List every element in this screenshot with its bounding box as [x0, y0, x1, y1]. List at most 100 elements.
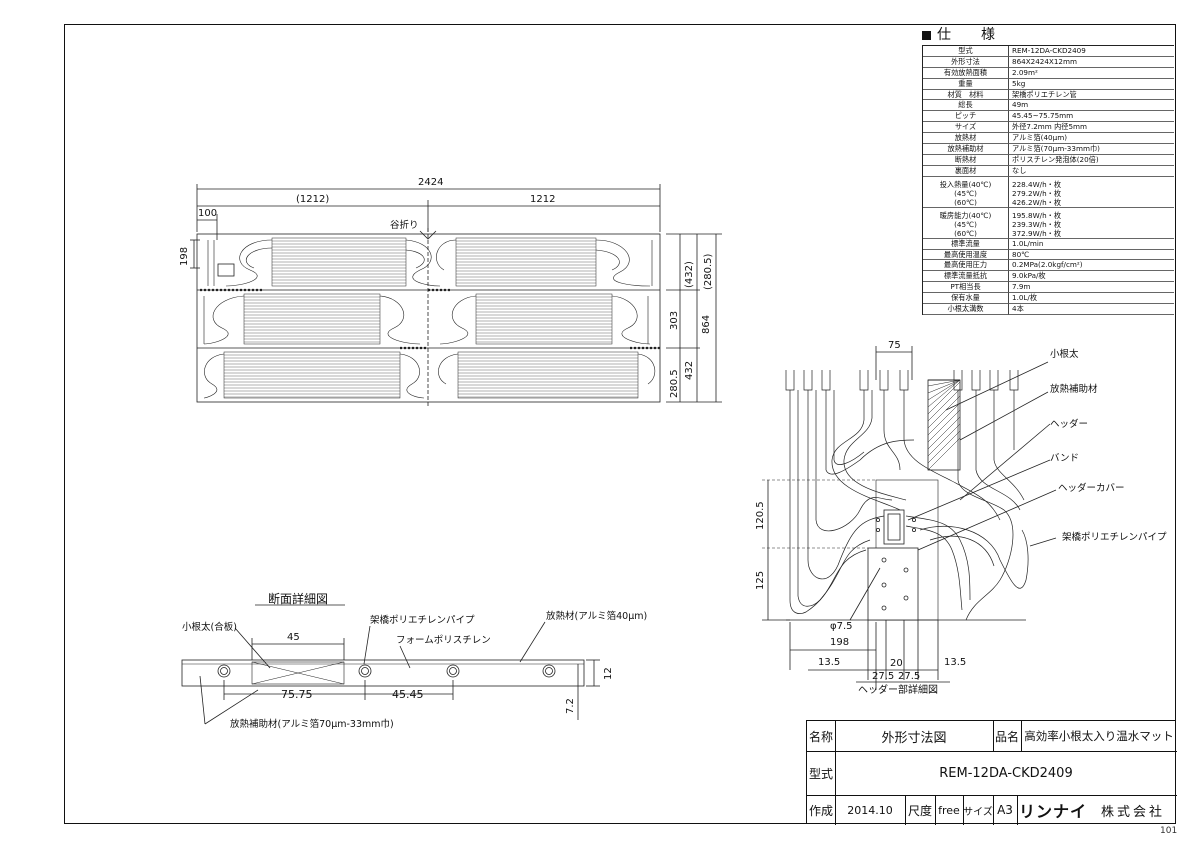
spec-label-line: (60℃) [954, 197, 977, 207]
section-dim-4545: 45.45 [392, 688, 424, 701]
spec-label: 外形寸法 [923, 56, 1009, 68]
aux-hatch-line [927, 423, 961, 457]
spec-value: 45.45~75.75mm [1009, 111, 1174, 123]
hd-dim-20: 20 [890, 658, 903, 669]
spec-label: 総長 [923, 100, 1009, 112]
spec-label-line: 暖房能力(40℃) [939, 210, 992, 220]
section-aux-label: 放熱補助材(アルミ箔70μm-33mm巾) [230, 719, 394, 730]
spec-label: 放熱材 [923, 133, 1009, 145]
spec-label: 投入熱量(40℃)(45℃)(60℃) [923, 176, 1009, 208]
hd-aux-label: 放熱補助材 [1050, 384, 1098, 395]
spec-value: なし [1009, 166, 1174, 177]
spec-value: 864X2424X12mm [1009, 57, 1174, 68]
dim-r2: (432) [684, 261, 695, 288]
aux-hatch-line [927, 388, 961, 422]
spec-label: 暖房能力(40℃)(45℃)(60℃) [923, 207, 1009, 239]
spec-label: 標準流量 [923, 238, 1009, 250]
tb-brand-logo: リンナイ [1018, 802, 1087, 821]
hd-dim-135b: 13.5 [944, 657, 967, 668]
section-dim-45: 45 [287, 632, 300, 643]
aux-hatch-line [927, 402, 961, 436]
spec-label: サイズ [923, 122, 1009, 134]
tb-size-label: サイズ [963, 806, 993, 818]
tb-model-label: 型式 [808, 766, 833, 781]
spec-label: 裏面材 [923, 165, 1009, 177]
section-dim-72: 7.2 [565, 698, 576, 714]
dim-total: 2424 [418, 177, 444, 188]
spec-value: 9.0kPa/枚 [1009, 271, 1174, 283]
tb-name-value: 外形寸法図 [881, 730, 947, 746]
spec-row: 放熱材アルミ箔(40μm) [923, 133, 1174, 145]
dim-right: 1212 [530, 194, 556, 205]
hd-dim-135a: 13.5 [818, 657, 841, 668]
hd-dim-275b: 27.5 [898, 671, 921, 682]
section-sleeper-label: 小根太(合板) [182, 622, 237, 633]
hd-band-label: バンド [1050, 453, 1079, 464]
spec-value: 1.0L/min [1009, 239, 1174, 250]
spec-label: 型式 [923, 46, 1009, 57]
section-dim-12: 12 [603, 667, 614, 680]
spec-value: 80℃ [1009, 250, 1174, 261]
dim-r1: (280.5) [703, 253, 714, 290]
spec-label: 小根太溝数 [923, 304, 1009, 315]
dim-left: (1212) [296, 194, 330, 205]
spec-value: 1.0L/枚 [1009, 293, 1174, 305]
spec-value: 49m [1009, 100, 1174, 112]
spec-label: 保有水量 [923, 293, 1009, 305]
section-heat-sheet-label: 放熱材(アルミ箔40μm) [546, 611, 648, 622]
spec-label: 最高使用温度 [923, 249, 1009, 261]
tb-made-value: 2014.10 [847, 803, 893, 817]
aux-hatch-line [927, 437, 961, 471]
hd-pipe-label: 架橋ポリエチレンパイプ [1062, 532, 1167, 543]
spec-row: 放熱補助材アルミ箔(70μm-33mm巾) [923, 144, 1174, 155]
spec-label: PT相当長 [923, 282, 1009, 294]
spec-value: 外径7.2mm 内径5mm [1009, 122, 1174, 134]
spec-row: 材質 材料架橋ポリエチレン管 [923, 89, 1174, 101]
dim-r4: 864 [701, 314, 712, 334]
spec-title: 仕 様 [922, 27, 1174, 44]
section-foam-label: フォームポリスチレン [396, 635, 491, 646]
spec-label-line: 投入熱量(40℃) [939, 179, 992, 189]
tb-product-value: 高効率小根太入り温水マット [1024, 729, 1174, 743]
title-block: 名称 外形寸法図 品名 高効率小根太入り温水マット 型式 REM-12DA-CK… [806, 720, 1177, 825]
hd-title: ヘッダー部詳細図 [858, 685, 938, 696]
hd-dim-275a: 27.5 [872, 671, 895, 682]
hd-dim-1205: 120.5 [755, 501, 766, 530]
tb-name-label: 名称 [808, 729, 833, 744]
plan-view [190, 184, 722, 406]
spec-value: ポリスチレン発泡体(20倍) [1009, 155, 1174, 166]
dim-r5: 280.5 [669, 369, 680, 398]
hd-sleeper-label: 小根太 [1050, 349, 1079, 360]
aux-hatch-line [927, 379, 961, 401]
hd-dim-125: 125 [755, 570, 766, 590]
hd-header-label: ヘッダー [1050, 419, 1089, 430]
spec-value-line: 279.2W/h・枚 [1012, 188, 1062, 198]
aux-hatch-line [927, 379, 961, 387]
spec-label-line: (45℃) [954, 219, 977, 229]
section-title: 断面詳細図 [268, 592, 329, 606]
spec-value-line: 426.2W/h・枚 [1012, 197, 1062, 207]
spec-label: 放熱補助材 [923, 144, 1009, 155]
spec-value-line: 372.9W/h・枚 [1012, 228, 1062, 238]
tb-product-label: 品名 [994, 729, 1019, 744]
tb-scale-value: free [938, 803, 960, 817]
aux-hatch-line [927, 381, 961, 415]
dim-r6: 432 [684, 360, 695, 380]
spec-row: サイズ外径7.2mm 内径5mm [923, 122, 1174, 134]
spec-label: ピッチ [923, 111, 1009, 123]
spec-label-line: (60℃) [954, 228, 977, 238]
hd-dim-198: 198 [830, 637, 850, 648]
section-dim-7575: 75.75 [281, 688, 313, 701]
section-pipe-label: 架橋ポリエチレンパイプ [370, 615, 475, 626]
